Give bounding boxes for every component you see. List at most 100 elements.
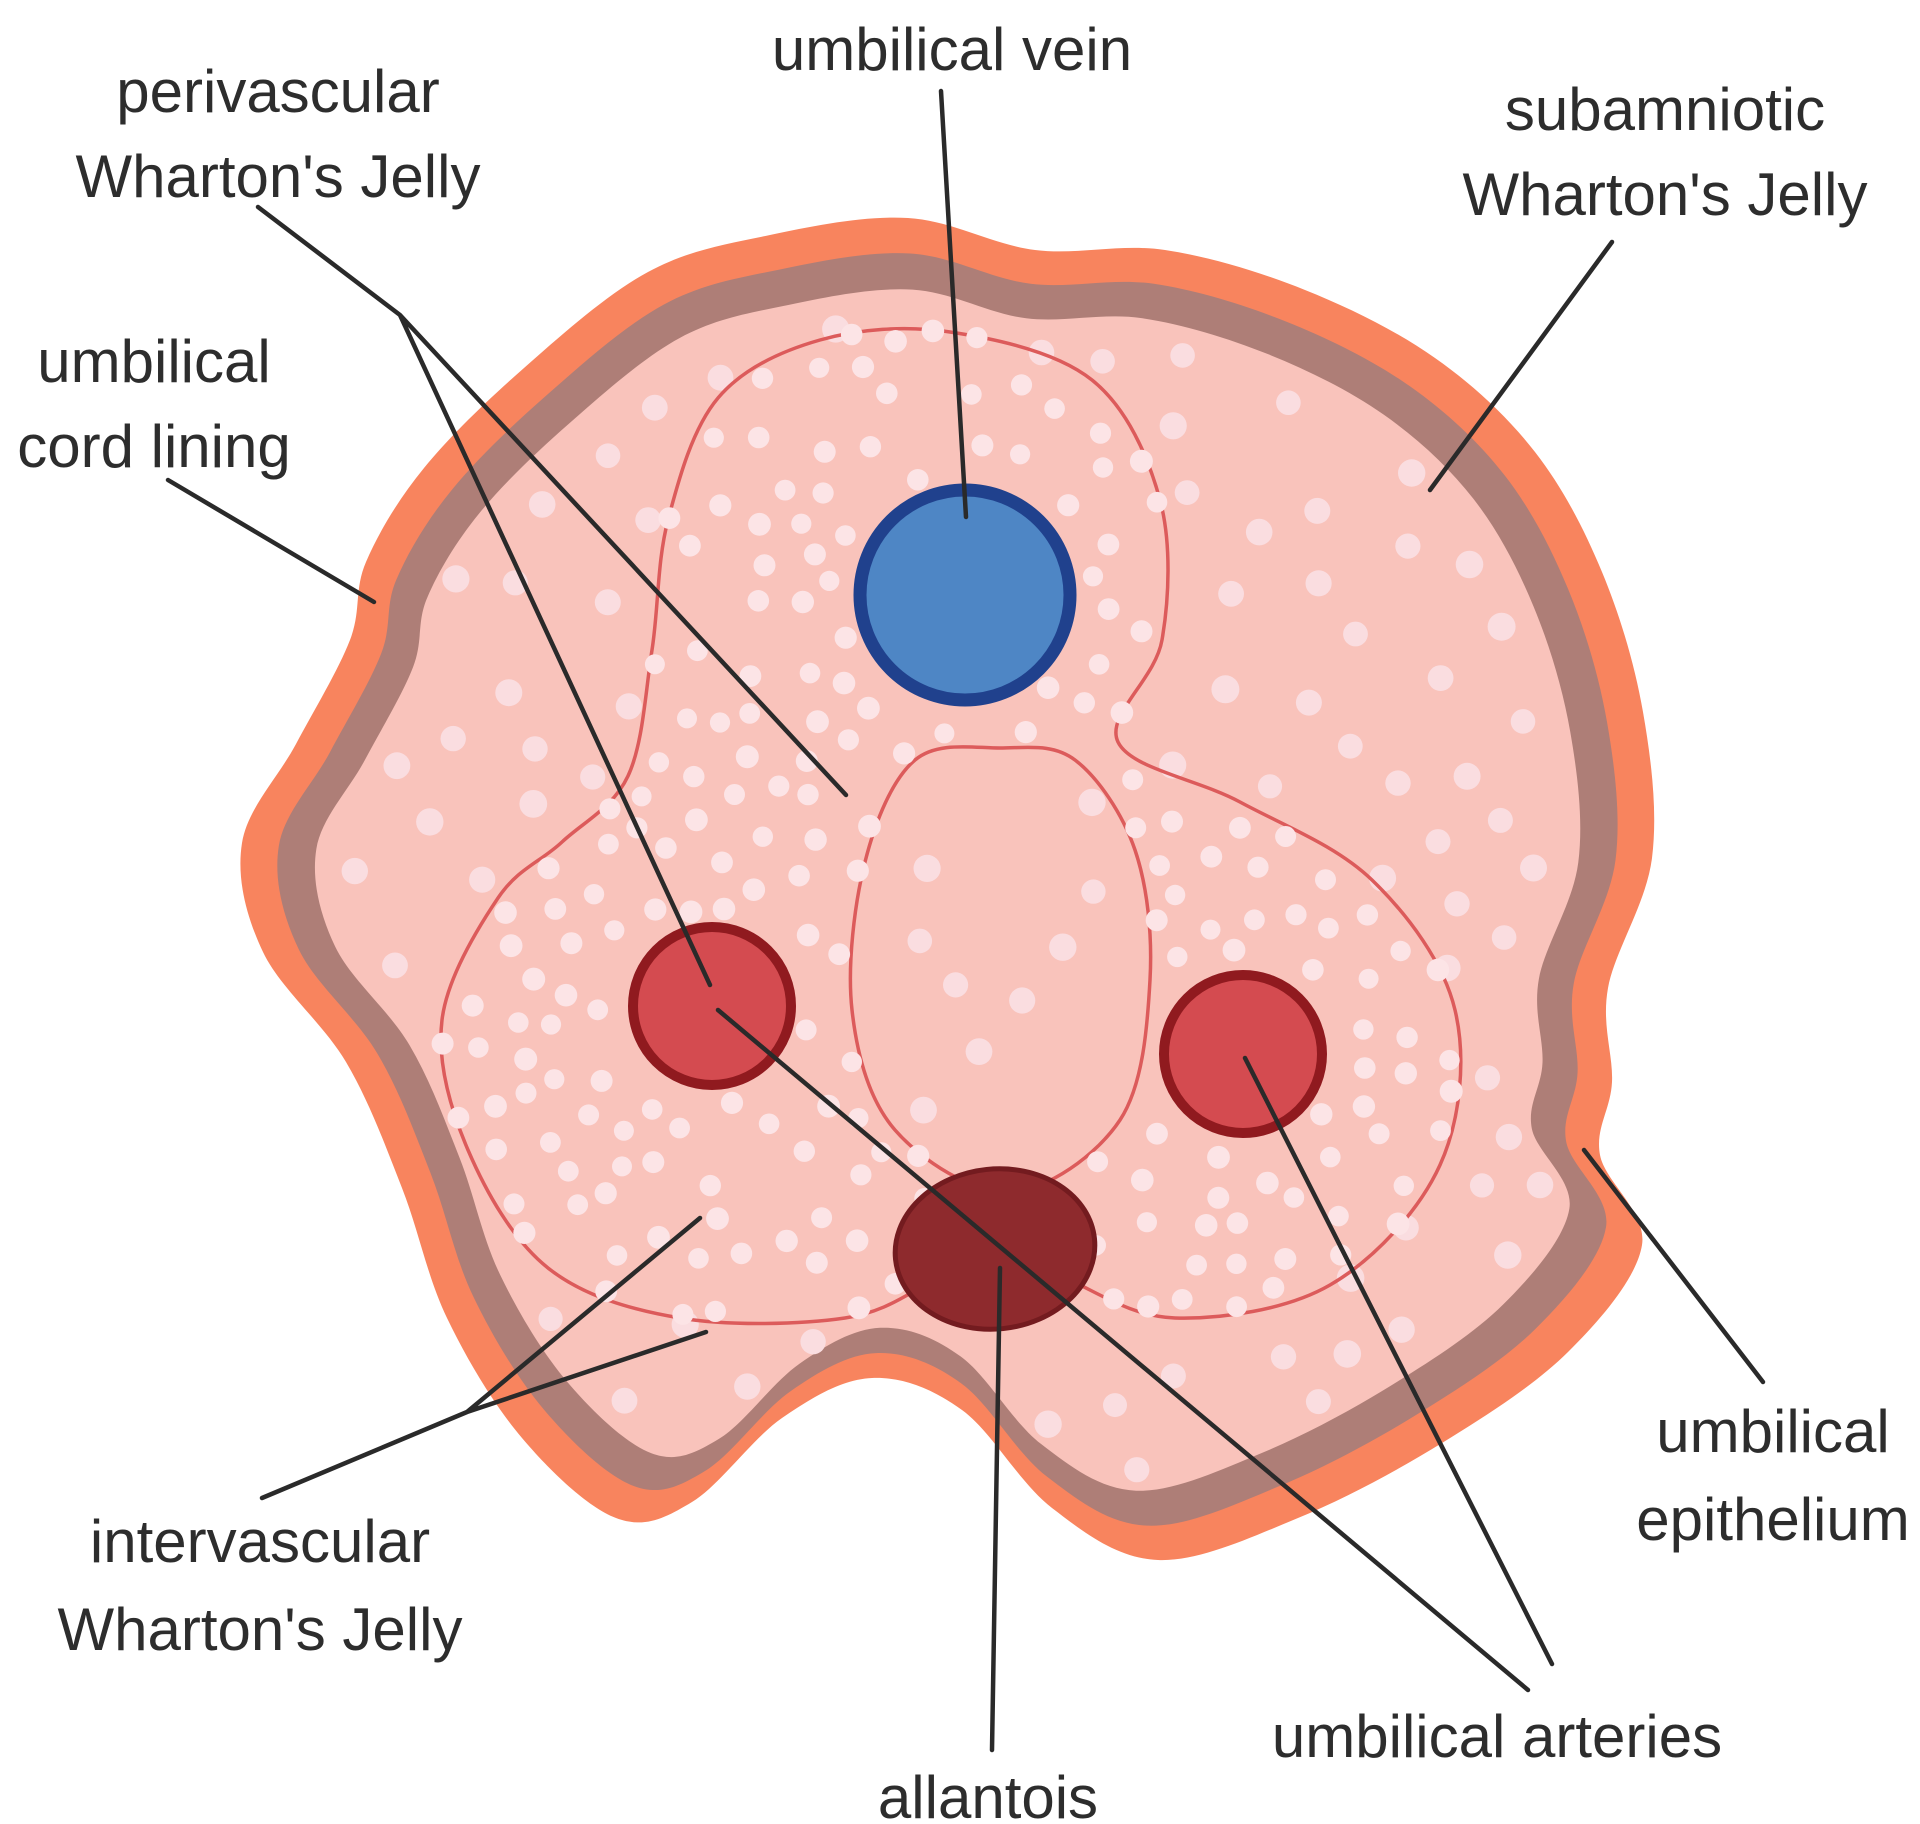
jelly-dot (734, 1373, 761, 1400)
perivascular-dot (1358, 968, 1379, 989)
perivascular-dot (747, 590, 770, 612)
jelly-dot (1078, 788, 1106, 817)
jelly-dot (522, 736, 548, 762)
jelly-dot (595, 443, 621, 469)
jelly-dot (707, 364, 734, 391)
perivascular-dot (1088, 654, 1110, 675)
perivascular-dot (508, 1012, 529, 1033)
perivascular-dot (679, 900, 703, 924)
jelly-dot (800, 1329, 826, 1355)
perivascular-dot (514, 1047, 538, 1071)
label-umbilical-epithelium-line1: umbilical (1656, 1398, 1889, 1465)
jelly-dot (1305, 1389, 1331, 1415)
jelly-dot (341, 857, 368, 885)
perivascular-dot (461, 994, 484, 1017)
perivascular-dot (1393, 1175, 1415, 1197)
perivascular-dot (613, 1120, 634, 1141)
perivascular-dot (647, 1225, 670, 1249)
perivascular-dot (685, 808, 708, 832)
label-intervascular-whartons-jelly-line2: Wharton's Jelly (58, 1596, 463, 1663)
perivascular-dot (567, 1194, 589, 1216)
jelly-dot (1398, 459, 1426, 487)
perivascular-dot (604, 920, 625, 941)
perivascular-dot (709, 494, 732, 517)
perivascular-dot (1394, 1062, 1418, 1085)
jelly-dot (1295, 689, 1322, 716)
jelly-dot (907, 928, 933, 954)
perivascular-dot (1092, 457, 1114, 478)
jelly-dot (1257, 774, 1283, 799)
leader-umbilical-vein (938, 88, 969, 520)
jelly-dot (1388, 1316, 1415, 1343)
jelly-dot (580, 764, 606, 790)
jelly-dot (519, 790, 548, 818)
perivascular-dot (858, 814, 881, 838)
perivascular-dot (1186, 1254, 1207, 1276)
perivascular-dot (752, 826, 773, 847)
perivascular-dot (1222, 938, 1246, 962)
perivascular-dot (847, 1296, 871, 1320)
perivascular-dot (709, 712, 731, 733)
perivascular-dot (712, 897, 736, 921)
perivascular-dot (1082, 566, 1104, 587)
jelly-dot (1034, 1410, 1062, 1438)
perivascular-dot (735, 745, 759, 769)
jelly-dot (1427, 665, 1454, 691)
perivascular-dot (907, 1144, 930, 1167)
perivascular-dot (841, 1051, 862, 1073)
perivascular-dot (845, 1229, 869, 1252)
jelly-dot (1270, 1344, 1297, 1370)
perivascular-dot (587, 999, 609, 1021)
perivascular-dot (1315, 869, 1336, 891)
leader-intervascular-whartons-jelly (259, 1215, 709, 1501)
perivascular-dot (730, 1242, 753, 1265)
perivascular-dot (1171, 1289, 1193, 1310)
perivascular-dot (1275, 826, 1297, 847)
perivascular-dot (578, 1104, 600, 1126)
jelly-dot (913, 854, 941, 883)
perivascular-dot (812, 482, 834, 504)
leader-allantois (989, 1265, 1003, 1753)
perivascular-dot (819, 570, 840, 592)
perivascular-dot (803, 543, 826, 566)
perivascular-dot (540, 1014, 562, 1035)
jelly-dot (382, 952, 408, 979)
perivascular-dot (961, 384, 982, 405)
perivascular-dot (753, 554, 776, 577)
perivascular-dot (796, 923, 820, 947)
perivascular-dot (857, 696, 880, 720)
perivascular-dot (1131, 1168, 1154, 1192)
perivascular-dot (594, 1182, 617, 1205)
perivascular-dot (791, 590, 814, 614)
perivascular-dot (468, 1037, 489, 1058)
jelly-dot (594, 589, 621, 616)
perivascular-dot (805, 1251, 828, 1274)
perivascular-dot (669, 1117, 690, 1139)
perivascular-dot (499, 934, 523, 958)
perivascular-dot (431, 1032, 454, 1055)
labels: perivascular Wharton's Jelly umbilical v… (17, 16, 1910, 1824)
perivascular-dot (706, 1207, 729, 1230)
jelly-dot (1245, 518, 1273, 546)
perivascular-dot (834, 626, 857, 649)
perivascular-dot (966, 327, 988, 349)
label-umbilical-vein: umbilical vein (772, 16, 1132, 83)
jelly-dot (1081, 879, 1106, 904)
perivascular-dot (1200, 845, 1223, 868)
jelly-dot (1487, 612, 1516, 641)
perivascular-dot (515, 1082, 537, 1104)
jelly-dot (1425, 829, 1451, 855)
perivascular-dot (1164, 884, 1186, 906)
perivascular-dot (1302, 959, 1324, 981)
perivascular-dot (1244, 909, 1265, 931)
perivascular-dot (884, 330, 907, 353)
perivascular-dot (1226, 1253, 1247, 1275)
perivascular-dot (1396, 1026, 1418, 1049)
perivascular-dot (1167, 946, 1188, 968)
leader-umbilical-arteries (715, 1007, 1555, 1693)
perivascular-dot (1247, 856, 1269, 878)
perivascular-dot (598, 833, 619, 855)
jelly-dot (1337, 733, 1363, 759)
perivascular-dot (485, 1138, 508, 1161)
perivascular-dot (724, 784, 745, 805)
